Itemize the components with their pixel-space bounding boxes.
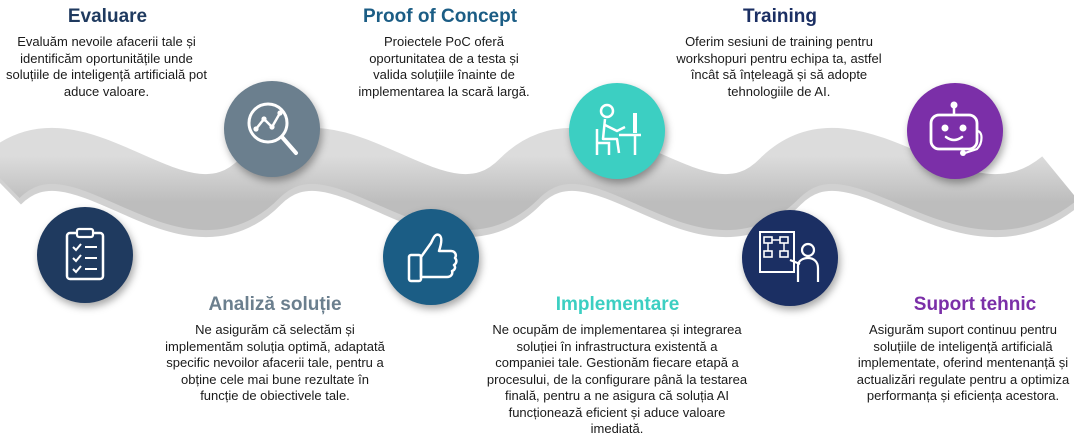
step-desc-evaluare: Evaluăm nevoile afacerii tale și identif… [6, 34, 207, 99]
step-desc-analiza: Ne asigurăm că selectăm și implementăm s… [165, 322, 385, 403]
step-circle-training [742, 210, 838, 306]
step-title-evaluare: Evaluare [67, 6, 148, 27]
clipboard-checklist-icon [65, 227, 105, 281]
thumbs-up-icon [407, 233, 458, 283]
step-title-implementare: Implementare [555, 294, 680, 315]
step-circle-analiza [37, 207, 133, 303]
step-desc-suport: Asigurăm suport continuu pentru soluțiil… [856, 322, 1070, 403]
step-desc-training: Oferim sesiuni de training pentru worksh… [676, 34, 882, 99]
step-circle-poc [383, 209, 479, 305]
step-circle-evaluare [224, 81, 320, 177]
step-title-training: Training [743, 6, 817, 27]
presenter-flowchart-icon [759, 231, 820, 282]
robot-support-icon [929, 101, 983, 156]
step-circle-implementare [569, 83, 665, 179]
step-title-poc: Proof of Concept [362, 6, 518, 27]
step-desc-implementare: Ne ocupăm de implementarea și integrarea… [486, 322, 748, 436]
step-desc-poc: Proiectele PoC oferă oportunitatea de a … [358, 34, 530, 99]
step-title-analiza: Analiză soluție [208, 294, 342, 315]
step-circle-suport [907, 83, 1003, 179]
person-at-desk-icon [595, 103, 641, 155]
ribbon-band [0, 128, 1074, 230]
step-title-suport: Suport tehnic [913, 294, 1037, 315]
search-chart-icon [247, 102, 298, 155]
